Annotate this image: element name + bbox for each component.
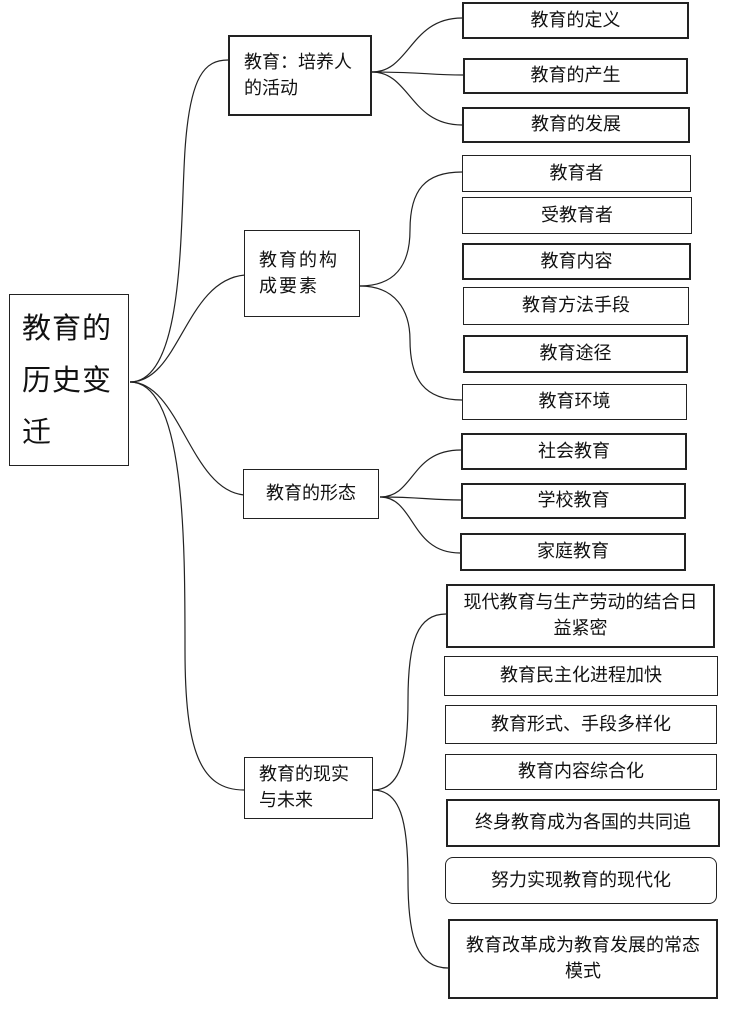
leaf-label: 学校教育	[537, 490, 610, 511]
connector-b3-top	[372, 613, 447, 791]
leaf-node: 受教育者	[462, 197, 692, 234]
root-label: 教育的历史变迁	[22, 311, 113, 449]
leaf-label: 教育内容综合化	[518, 761, 644, 782]
leaf-node: 终身教育成为各国的共同追	[446, 799, 720, 847]
connector-root-b3	[129, 381, 245, 791]
leaf-node: 教育的产生	[463, 58, 688, 94]
branch-label: 教育的构成要素	[259, 249, 339, 297]
connector-root-b1	[129, 274, 246, 383]
branch-node-forms: 教育的形态	[243, 469, 379, 519]
root-connectors	[129, 59, 246, 791]
leaf-node: 教育民主化进程加快	[444, 656, 718, 696]
leaf-label: 教育方法手段	[522, 295, 630, 316]
branch0-connectors	[371, 17, 464, 126]
leaf-label: 社会教育	[538, 440, 610, 462]
connector-b3-bottom	[372, 789, 449, 969]
connector-b0-c2	[371, 71, 463, 126]
branch-label: 教育的现实与未来	[259, 764, 349, 811]
leaf-label: 家庭教育	[537, 541, 609, 562]
leaf-node: 教育形式、手段多样化	[445, 705, 717, 744]
leaf-label: 教育民主化进程加快	[500, 665, 662, 686]
branch-node-components: 教育的构成要素	[244, 230, 360, 317]
leaf-label: 教育形式、手段多样化	[491, 713, 671, 735]
leaf-label: 受教育者	[541, 204, 613, 226]
connector-root-b0	[129, 59, 229, 383]
leaf-label: 教育改革成为教育发展的常态模式	[466, 935, 700, 982]
branch3-connectors	[372, 613, 449, 969]
leaf-label: 现代教育与生产劳动的结合日益紧密	[463, 592, 698, 639]
connector-b1-top	[359, 171, 463, 287]
leaf-node: 家庭教育	[460, 533, 686, 571]
connector-b2-c2	[379, 496, 461, 554]
leaf-label: 教育的发展	[531, 114, 621, 135]
connector-b0-c1	[371, 71, 464, 76]
leaf-node: 社会教育	[461, 433, 687, 470]
leaf-node: 教育方法手段	[463, 287, 689, 325]
leaf-label: 终身教育成为各国的共同追	[475, 812, 691, 833]
leaf-node: 教育内容	[462, 243, 691, 280]
leaf-node: 现代教育与生产劳动的结合日益紧密	[446, 584, 715, 648]
branch-label: 教育：培养人的活动	[244, 51, 352, 99]
leaf-node: 教育途径	[463, 335, 688, 373]
leaf-label: 教育途径	[539, 343, 612, 364]
branch-node-present-future: 教育的现实与未来	[244, 757, 373, 819]
leaf-label: 教育的定义	[530, 9, 621, 31]
leaf-node: 教育的发展	[462, 107, 690, 143]
branch2-connectors	[379, 449, 462, 554]
leaf-node: 努力实现教育的现代化	[445, 857, 717, 904]
root-node: 教育的历史变迁	[9, 294, 129, 466]
leaf-node: 教育改革成为教育发展的常态模式	[448, 919, 718, 999]
leaf-node: 教育的定义	[462, 2, 689, 39]
leaf-label: 教育者	[549, 162, 604, 184]
branch-label: 教育的形态	[266, 483, 356, 504]
leaf-node: 教育内容综合化	[445, 754, 717, 790]
connector-b0-c0	[371, 17, 463, 73]
branch-node-training: 教育：培养人的活动	[228, 35, 372, 116]
leaf-node: 教育者	[462, 155, 691, 192]
leaf-node: 学校教育	[461, 483, 686, 519]
connector-root-b2	[129, 381, 245, 496]
leaf-label: 教育的产生	[530, 65, 621, 86]
connector-b1-bottom	[359, 285, 463, 401]
leaf-label: 努力实现教育的现代化	[491, 869, 671, 891]
leaf-label: 教育环境	[538, 391, 611, 412]
connector-b2-c0	[379, 449, 462, 498]
leaf-node: 教育环境	[462, 384, 687, 420]
leaf-label: 教育内容	[540, 250, 613, 272]
connector-b2-c1	[379, 496, 462, 501]
branch1-connectors	[359, 171, 463, 401]
